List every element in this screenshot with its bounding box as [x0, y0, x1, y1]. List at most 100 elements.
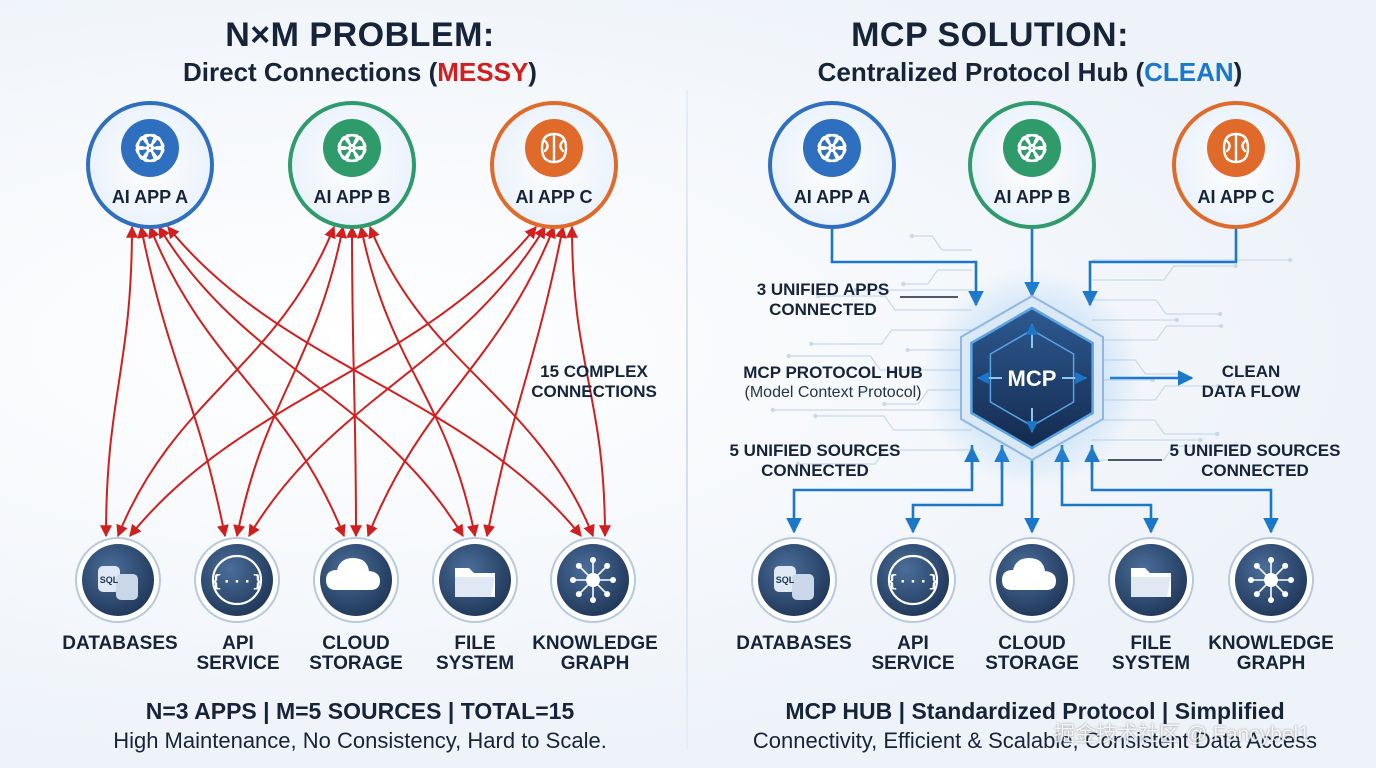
right-source-4 [1228, 537, 1314, 623]
circuit-node [815, 293, 821, 299]
api-braces: {···} [211, 573, 262, 592]
knot-petal [824, 133, 847, 151]
api-ring [887, 554, 939, 606]
messy-connections [100, 225, 611, 538]
label-line2: GRAPH [560, 653, 630, 674]
graph-node [604, 562, 611, 569]
hub-title-label: MCP PROTOCOL HUB [743, 363, 923, 382]
graph-node [575, 562, 582, 569]
apps-connected-line1: 3 UNIFIED APPS [756, 280, 890, 299]
left-app-c [490, 101, 618, 229]
right-footer-line1: MCP HUB | Standardized Protocol | Simpli… [785, 698, 1285, 724]
label-line2: SYSTEM [435, 653, 515, 674]
circuit-node [909, 233, 915, 239]
graph-node [1253, 591, 1260, 598]
circuit-trace [912, 235, 972, 251]
right-app-b [968, 101, 1096, 229]
right-subtitle-post: ) [1233, 57, 1243, 87]
cloud-shape [1002, 558, 1056, 590]
label-line1: DATABASES [62, 633, 178, 654]
graph-node [1268, 597, 1274, 603]
left-app-b [288, 101, 416, 229]
watermark: 掘金技术社区 @ Fancybel1 [1054, 723, 1310, 746]
db-cylinder [774, 566, 796, 592]
apps-connected-line2: CONNECTED [769, 300, 877, 319]
panel-divider [686, 90, 688, 750]
messy-highlight: MESSY [437, 57, 529, 87]
graph-node [570, 577, 576, 583]
knot-petal [1024, 133, 1047, 151]
label-line1: FILE [454, 633, 496, 654]
complex-connections-label: 15 COMPLEX CONNECTIONS [525, 362, 663, 402]
graph-edge [578, 579, 594, 595]
left-app-b-label: AI APP B [313, 187, 391, 207]
graph-node [604, 591, 611, 598]
left-source-0: SQL [75, 537, 161, 623]
right-footer-line2: Connectivity, Efficient & Scalable, Cons… [752, 728, 1318, 753]
messy-connection-arrow [483, 225, 567, 538]
clean-highlight: CLEAN [1144, 57, 1234, 87]
graph-edge [1270, 579, 1286, 595]
circuit-node [1176, 371, 1182, 377]
graph-edge [592, 565, 608, 581]
circuit-node [1288, 257, 1293, 263]
brain-glyph [1222, 132, 1250, 164]
db-glyph-text: SQL [100, 575, 119, 585]
folder-front [1131, 577, 1171, 597]
circuit-node [1218, 323, 1224, 329]
graph-node [590, 557, 596, 563]
left-footer-summary: High Maintenance, No Consistency, Hard t… [113, 728, 607, 753]
circuit-trace [811, 329, 972, 345]
left-title: N×M PROBLEM: [225, 16, 495, 54]
knot-icon [121, 119, 179, 177]
api-icon [877, 544, 949, 616]
db-cylinder [116, 574, 138, 600]
right-app-a [768, 101, 896, 229]
graph-node [1248, 577, 1254, 583]
graph-node [575, 591, 582, 598]
label-line1: API [222, 633, 254, 654]
left-source-2 [313, 537, 399, 623]
hub-subtitle-label: (Model Context Protocol) [744, 384, 922, 401]
complex-connections-line1: 15 COMPLEX [540, 362, 648, 381]
db-cylinder [792, 574, 814, 600]
label-line2: SERVICE [196, 653, 280, 674]
left-subtitle-post: ) [528, 57, 537, 87]
label-line1: CLOUD [322, 633, 390, 654]
right-app-c [1172, 101, 1300, 229]
clean-flow-label: CLEAN DATA FLOW [1196, 362, 1306, 402]
left-app-a-label: AI APP A [111, 187, 189, 207]
right-app-c-label: AI APP C [1197, 187, 1275, 207]
label-line2: SERVICE [871, 653, 955, 674]
circuit-node [795, 461, 801, 467]
hub-inner-hex [970, 306, 1094, 450]
sources-left-line2: CONNECTED [761, 461, 869, 480]
right-source-2 [989, 537, 1075, 623]
folder-front [455, 577, 495, 597]
circuit-node [853, 287, 859, 293]
graph-node [590, 597, 596, 603]
graph-node [1268, 557, 1274, 563]
graph-edge [592, 579, 608, 595]
graph-node [1288, 577, 1294, 583]
left-source-3 [432, 537, 518, 623]
circuit-node [786, 353, 792, 359]
right-source-1: {···} [870, 537, 956, 623]
label-line2: STORAGE [985, 653, 1079, 674]
sources-connected-right-label: 5 UNIFIED SOURCES CONNECTED [1164, 441, 1346, 481]
graph-node [1282, 562, 1289, 569]
messy-connection-arrow [100, 225, 138, 538]
label-line2: STORAGE [309, 653, 403, 674]
label-line1: API [897, 633, 929, 654]
messy-connection-arrow [167, 226, 582, 537]
circuit-node [1233, 443, 1238, 449]
hub-label: MCP [1008, 366, 1057, 391]
label-line1: FILE [1130, 633, 1172, 654]
circuit-node [1214, 431, 1220, 437]
